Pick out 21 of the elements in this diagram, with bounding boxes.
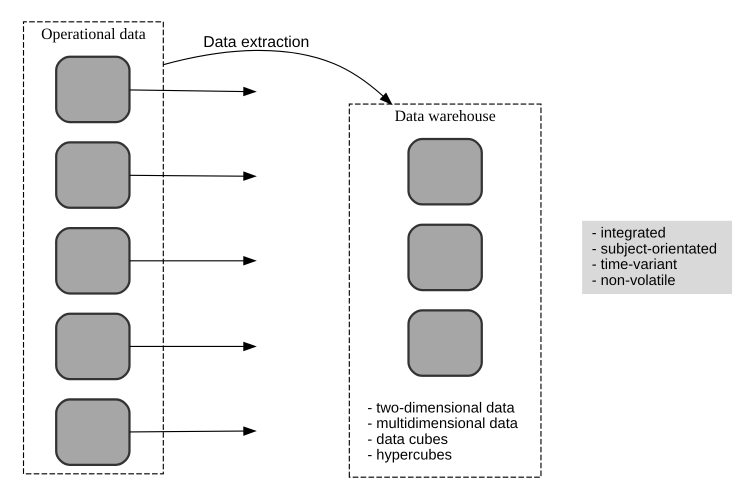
node-box: - integrated - subject-orientated - time-variant - non-volatile (582, 220, 732, 294)
node-box (54, 56, 130, 124)
label: - data cubes (366, 432, 448, 448)
arrow (129, 342, 256, 352)
label: - hypercubes (366, 448, 452, 464)
label: - two-dimensional data (366, 400, 514, 416)
node-box (406, 224, 482, 292)
label: - multidimensional data (366, 416, 518, 432)
node-box (406, 309, 482, 377)
arrow (129, 426, 256, 436)
node-box (406, 138, 482, 206)
arrow (129, 171, 256, 181)
node-box (54, 141, 130, 209)
node-box (54, 312, 130, 380)
cluster: Operational data (22, 21, 164, 474)
arrow (129, 86, 256, 96)
node-box (54, 398, 130, 466)
edge-label: Data extraction (202, 34, 309, 51)
arrow (129, 256, 256, 266)
node-box (54, 226, 130, 295)
arrow (162, 50, 392, 106)
